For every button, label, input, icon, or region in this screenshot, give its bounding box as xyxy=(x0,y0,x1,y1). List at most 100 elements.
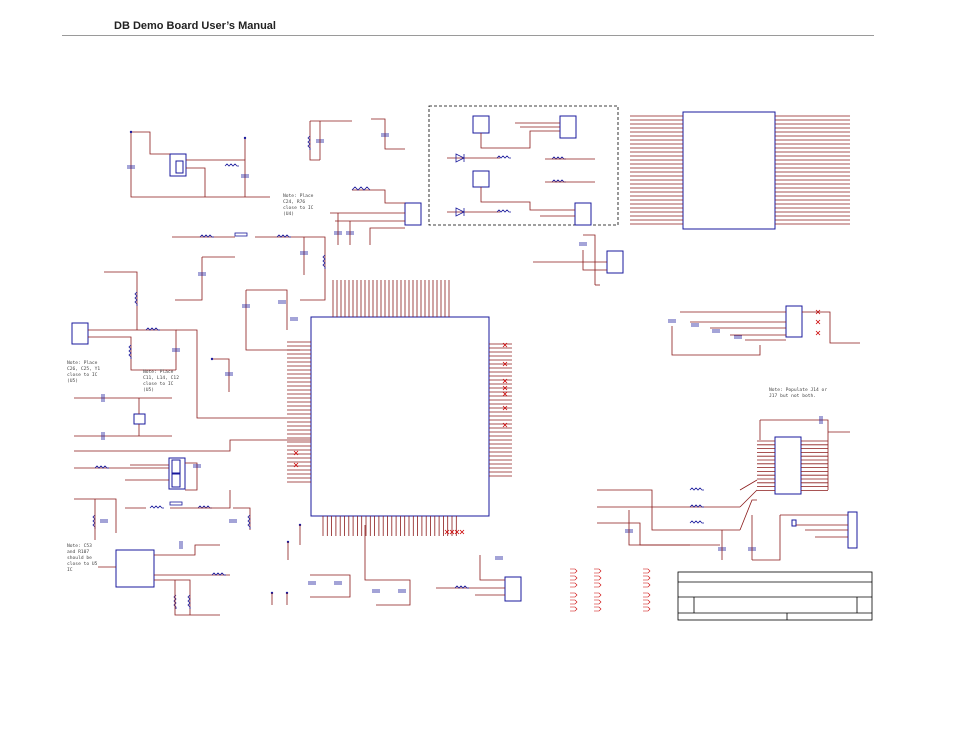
resistor xyxy=(134,291,138,306)
wire xyxy=(170,490,231,509)
no-connect-mark xyxy=(815,330,821,336)
note-line: Note: Place xyxy=(67,361,98,366)
resistor xyxy=(689,520,704,524)
wire xyxy=(130,132,270,198)
resistor xyxy=(145,327,160,331)
resistor xyxy=(496,209,511,213)
wire xyxy=(246,289,288,330)
wire xyxy=(176,329,287,419)
wire xyxy=(131,131,170,155)
side-connector xyxy=(847,511,858,549)
wire xyxy=(739,489,758,508)
port-label xyxy=(643,592,651,598)
wire xyxy=(597,489,740,531)
note-line: J17 but not both. xyxy=(769,394,817,399)
note-line: close to IC xyxy=(283,206,314,211)
resistor xyxy=(276,234,291,238)
wire xyxy=(186,167,206,197)
note-line: (U5) xyxy=(143,388,155,393)
wire xyxy=(364,525,411,606)
wire xyxy=(583,234,596,285)
wire xyxy=(597,522,720,546)
note-line: and R107 xyxy=(67,550,90,555)
module-connector-a xyxy=(559,115,577,139)
crystal-oscillator xyxy=(133,413,146,425)
note-line: close to IC xyxy=(67,373,98,378)
wire xyxy=(104,271,138,330)
note-line: (U5) xyxy=(67,379,79,384)
title-block xyxy=(677,571,873,621)
diode xyxy=(455,207,465,217)
main-microcontroller xyxy=(310,316,490,517)
no-connect-mark xyxy=(502,391,508,397)
wire xyxy=(739,479,758,491)
inductor xyxy=(351,186,371,191)
port-label xyxy=(643,568,651,574)
resistor xyxy=(128,344,132,359)
module-connector-b xyxy=(574,202,592,226)
wire xyxy=(760,419,829,490)
right-lower-ic xyxy=(774,436,802,495)
no-connect-mark xyxy=(502,422,508,428)
upper-connector xyxy=(404,202,422,226)
junction-dot xyxy=(129,130,133,134)
no-connect-mark xyxy=(459,529,465,535)
wire xyxy=(137,329,177,370)
resistor xyxy=(247,514,251,529)
no-connect-mark xyxy=(293,450,299,456)
wire xyxy=(479,555,505,581)
switch-pole-b xyxy=(171,473,181,488)
wire xyxy=(628,510,690,546)
wire xyxy=(74,439,311,452)
note-line: Note: Place xyxy=(143,370,174,375)
dashed-module-border xyxy=(428,105,619,226)
regulator-tab xyxy=(175,160,184,174)
note-line: C26, C25, Y1 xyxy=(67,367,101,372)
header-divider xyxy=(62,35,874,36)
port-label xyxy=(643,575,651,581)
no-connect-mark xyxy=(502,385,508,391)
wire xyxy=(185,462,198,491)
module-ic-a xyxy=(472,115,490,134)
junction-dot xyxy=(210,357,214,361)
wire xyxy=(154,544,220,556)
note-line: IC xyxy=(67,568,73,573)
junction-dot xyxy=(243,136,247,140)
push-button xyxy=(169,501,183,506)
resistor xyxy=(689,487,704,491)
wire xyxy=(369,227,405,245)
no-connect-mark xyxy=(444,529,450,535)
bottom-ic xyxy=(504,576,522,602)
port-label xyxy=(594,606,602,612)
wire xyxy=(174,580,220,616)
module-ic-b xyxy=(472,170,490,188)
right-connector xyxy=(785,305,803,338)
no-connect-mark xyxy=(502,361,508,367)
page-title: DB Demo Board User’s Manual xyxy=(114,20,276,32)
port-label xyxy=(643,606,651,612)
port-label xyxy=(570,606,578,612)
port-label xyxy=(570,599,578,605)
no-connect-mark xyxy=(293,462,299,468)
note-line: Note: Place xyxy=(283,194,314,199)
switch-pole-a xyxy=(171,459,181,474)
resistor xyxy=(199,234,214,238)
no-connect-mark xyxy=(502,405,508,411)
resistor xyxy=(454,585,469,589)
resistor xyxy=(224,163,239,167)
lower-regulator-ic xyxy=(115,549,155,588)
wire xyxy=(74,498,117,533)
small-part xyxy=(791,519,797,527)
resistor xyxy=(322,254,326,269)
note-line: close to U5 xyxy=(67,562,98,567)
note-line: Note: Populate J14 or xyxy=(769,388,828,393)
note-line: C24, R76 xyxy=(283,200,306,205)
resistor xyxy=(496,155,511,159)
wire xyxy=(480,187,575,211)
resistor xyxy=(187,594,191,609)
push-button xyxy=(234,232,248,237)
port-label xyxy=(643,582,651,588)
